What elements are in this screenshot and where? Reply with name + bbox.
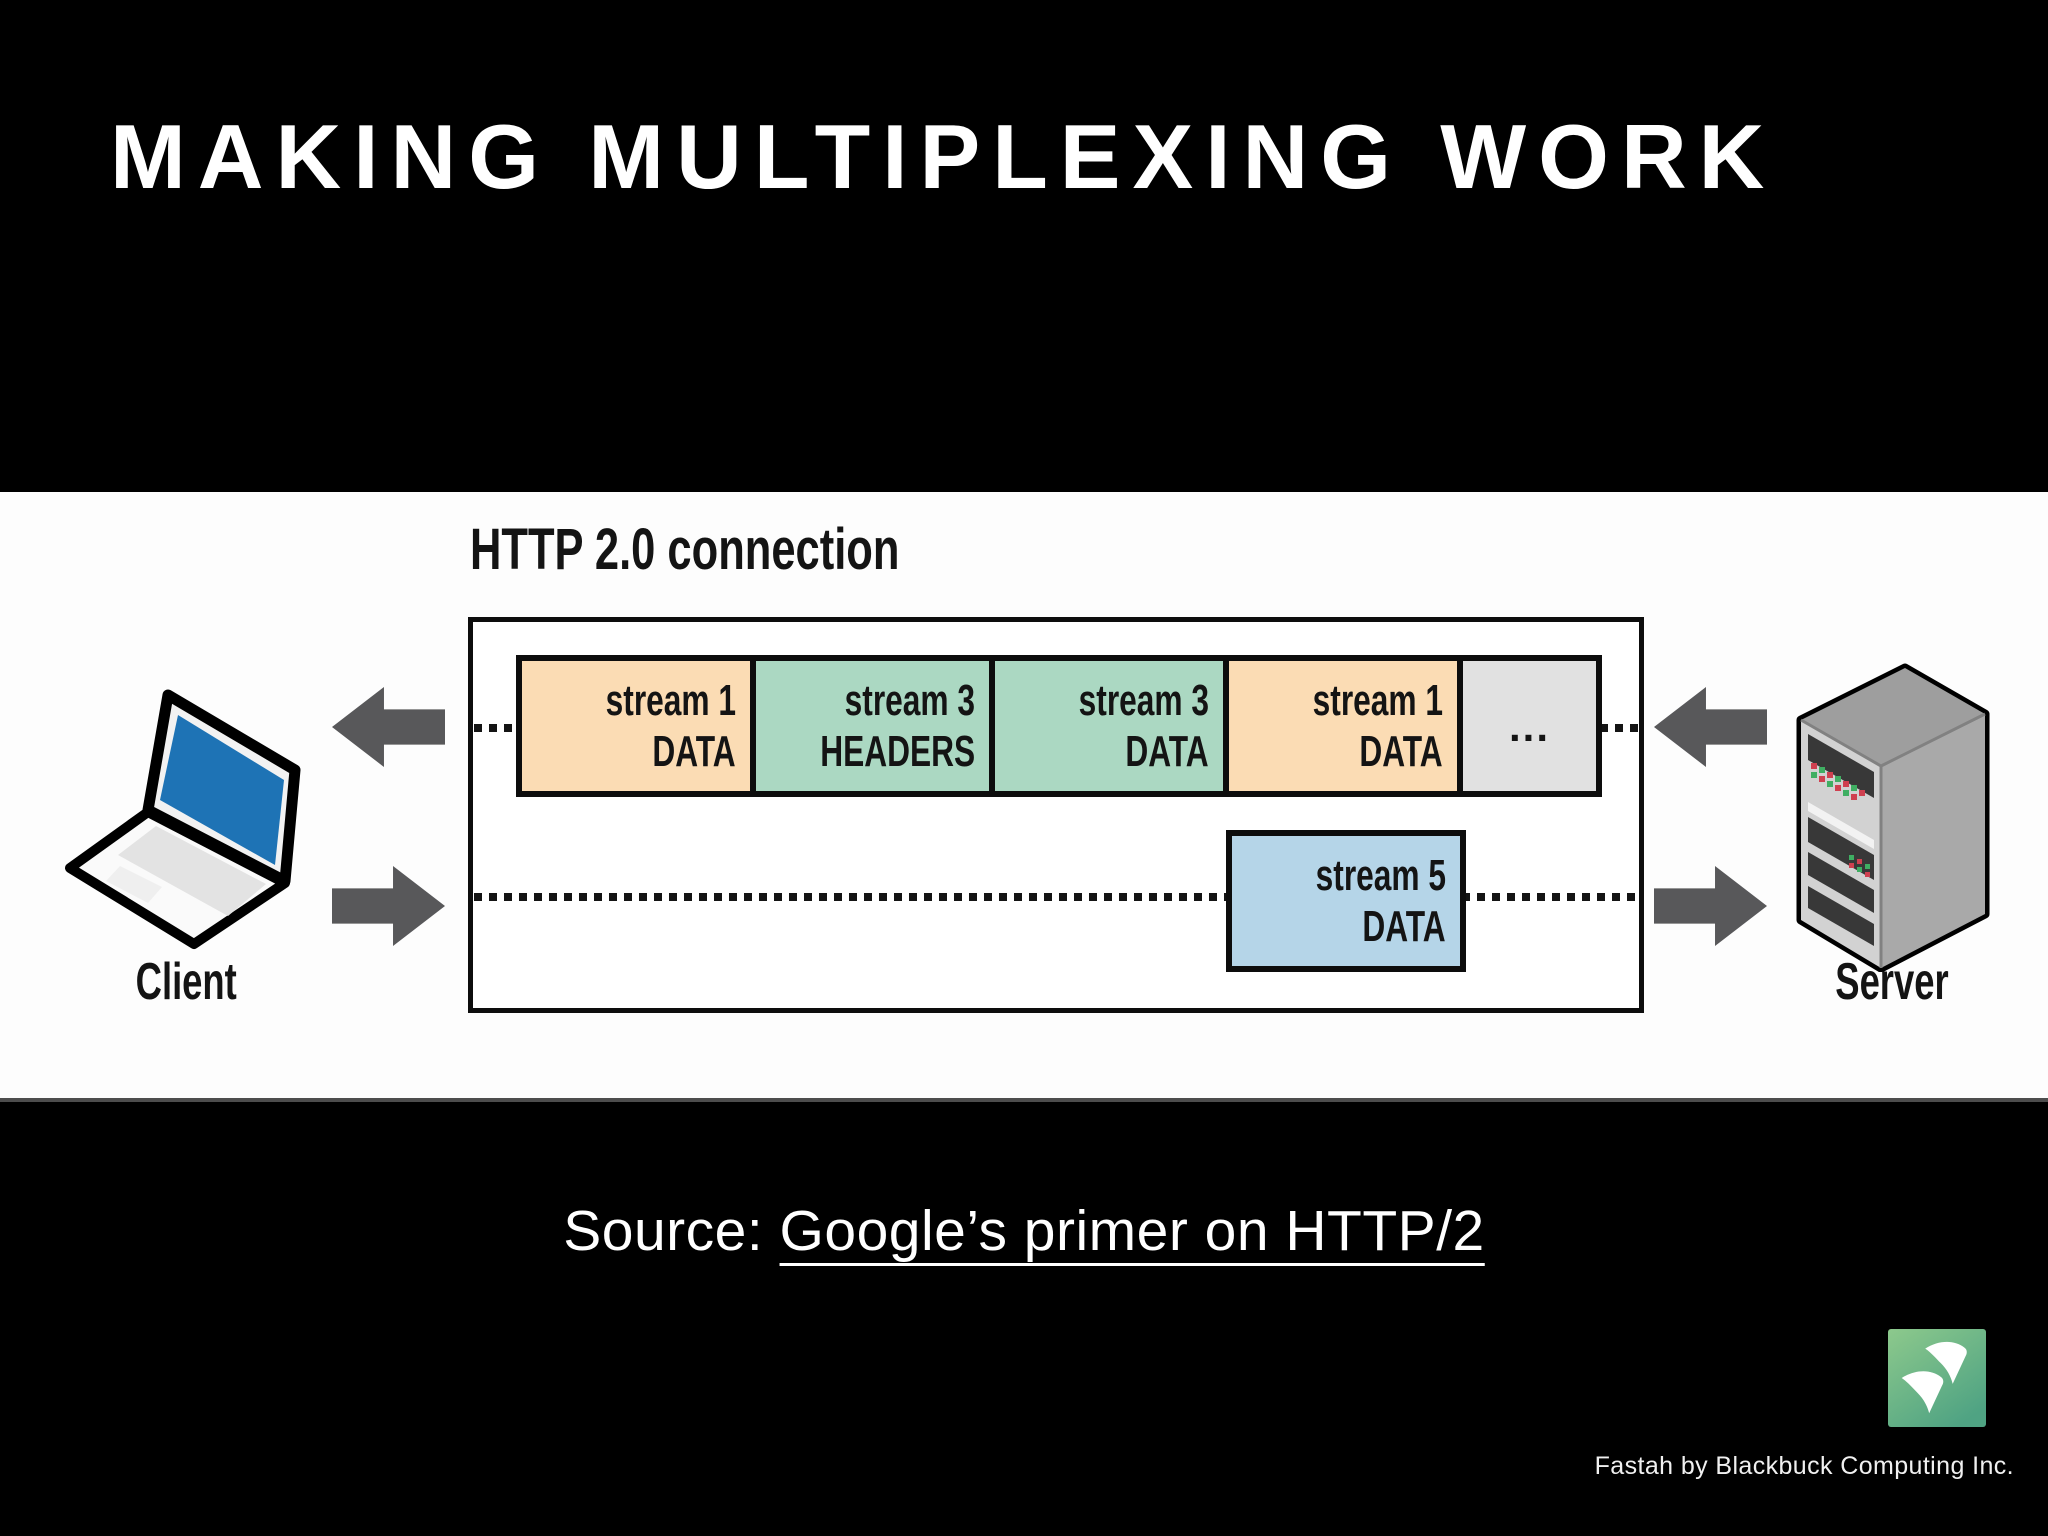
diagram-panel: HTTP 2.0 connection stream 1 DATA stream… [0,492,2048,1102]
frame-kind: DATA [1125,727,1209,776]
frame-stream-name: stream 3 [1078,676,1209,725]
arrow-right-icon [1654,866,1767,946]
fastah-logo-icon [1888,1329,1986,1427]
arrow-left-icon [332,687,445,767]
connection-label: HTTP 2.0 connection [470,517,900,582]
frame-kind: DATA [1359,727,1443,776]
frame-stream-name: stream 5 [1315,851,1446,900]
stream-frame-row: stream 1 DATA stream 3 HEADERS stream 3 … [516,655,1602,797]
slide-title: MAKING MULTIPLEXING WORK [110,107,1777,208]
frame-stream-name: stream 3 [844,676,975,725]
server-led-lights [1811,763,1865,800]
frame-stream1-data: stream 1 DATA [516,655,756,797]
dotted-line-bottom-left [474,893,1228,901]
server-icon [1796,663,1990,972]
dotted-line-top-right [1600,724,1640,732]
frame-stream-name: stream 1 [1312,676,1443,725]
frame-stream5-data: stream 5 DATA [1226,830,1466,972]
frame-kind: HEADERS [820,727,975,776]
source-prefix: Source: [563,1199,780,1263]
ellipsis-text: ... [1508,702,1550,750]
arrow-right-icon [332,866,445,946]
frame-stream3-data: stream 3 DATA [989,655,1229,797]
client-label: Client [135,953,237,1011]
dotted-line-top-left [474,724,518,732]
source-link[interactable]: Google’s primer on HTTP/2 [779,1199,1485,1263]
frame-stream3-headers: stream 3 HEADERS [750,655,995,797]
frame-kind: DATA [652,727,736,776]
server-label: Server [1835,953,1949,1011]
frame-kind: DATA [1362,902,1446,951]
source-attribution: Source: Google’s primer on HTTP/2 [0,1198,2048,1264]
footer-brand: Fastah by Blackbuck Computing Inc. [1594,1452,2014,1480]
frame-stream-name: stream 1 [605,676,736,725]
dotted-line-bottom-right [1462,893,1640,901]
frame-more-streams: ... [1457,655,1602,797]
arrow-left-icon [1654,687,1767,767]
client-laptop-icon [65,689,301,949]
frame-stream1-data-2: stream 1 DATA [1223,655,1463,797]
